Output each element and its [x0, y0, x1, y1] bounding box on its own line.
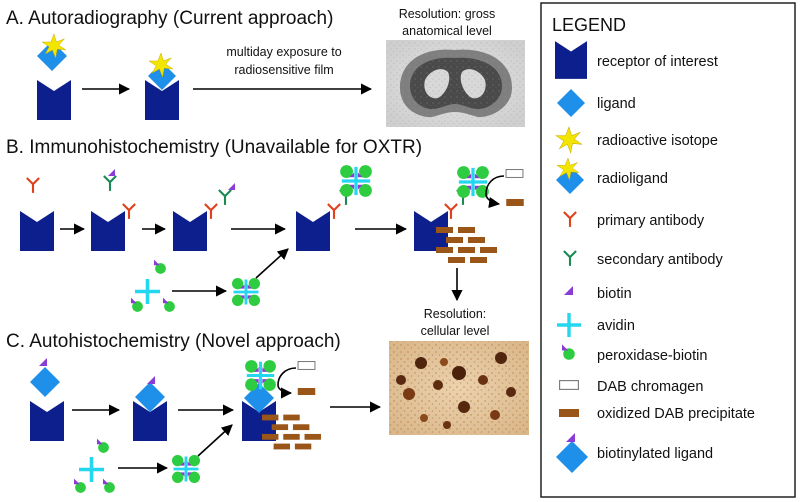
section-b-step-5: [414, 164, 524, 263]
stained-cell: [490, 410, 500, 420]
legend-label-isotope: radioactive isotope: [597, 133, 718, 149]
dab-chromagen-icon: [559, 380, 579, 390]
cellular-micrograph-image: [389, 341, 529, 435]
avidin-cross: [133, 277, 162, 306]
oxidized-dab: [506, 199, 524, 206]
biotin-on-secondary: [228, 183, 235, 190]
section-c-title: C. Autohistochemistry (Novel approach): [6, 331, 341, 352]
dab-chromagen: [505, 169, 524, 178]
peroxidase-biotin: [154, 259, 166, 274]
section-c-receptor-free: [30, 401, 64, 441]
stained-cell: [478, 375, 488, 385]
secondary-antibody-bound: [217, 188, 233, 206]
section-b-step-3: [173, 183, 235, 251]
legend-label-primary-antibody: primary antibody: [597, 213, 705, 229]
section-a-receptor-free: [37, 80, 71, 120]
stained-cell: [452, 366, 466, 380]
legend-label-radioligand: radioligand: [597, 171, 668, 187]
legend-label-dab-precipitate: oxidized DAB precipitate: [597, 406, 755, 422]
section-c-avidin-free: [74, 438, 115, 493]
oxidized-dab: [297, 388, 316, 395]
dab-precipitate-icon: [559, 409, 579, 417]
avidin-peroxidase-complex: [455, 164, 491, 200]
stained-cell: [506, 387, 516, 397]
oxidation-curved-arrow: [485, 175, 505, 209]
stained-cell: [443, 421, 451, 429]
section-c-bound-receptor: [133, 376, 167, 441]
section-b-avidin-complex: [230, 276, 262, 308]
resolution-gross-line-1: Resolution: gross: [399, 7, 496, 21]
peroxidase-biotin: [74, 478, 86, 493]
stained-cell: [433, 380, 443, 390]
section-b-step-2: [91, 169, 137, 251]
peroxidase-biotin: [131, 297, 143, 312]
brain-image-grain: [386, 40, 525, 127]
exposure-note-line-2: radiosensitive film: [234, 63, 333, 77]
biotin-on-ligand: [39, 358, 47, 366]
section-b-avidin-free: [131, 259, 175, 312]
section-a-title: A. Autoradiography (Current approach): [6, 8, 333, 29]
legend-box: [540, 2, 796, 498]
stained-cell: [396, 375, 406, 385]
avidin-peroxidase-complex: [243, 358, 278, 393]
peroxidase-biotin: [163, 297, 175, 312]
dab-chromagen: [297, 361, 316, 370]
section-a-bound-receptor: [145, 52, 179, 120]
section-c-avidin-complex: [170, 453, 202, 485]
peroxidase-biotin: [103, 478, 115, 493]
resolution-gross-line-2: anatomical level: [402, 24, 492, 38]
receptor: [296, 211, 330, 251]
stained-cell: [440, 358, 448, 366]
legend-label-receptor: receptor of interest: [597, 54, 718, 70]
receptor: [91, 211, 125, 251]
legend-label-biotinylated-ligand: biotinylated ligand: [597, 446, 713, 462]
resolution-cellular-line-2: cellular level: [421, 324, 490, 338]
stained-cell: [420, 414, 428, 422]
legend-label-ligand: ligand: [597, 96, 636, 112]
section-b-title: B. Immunohistochemistry (Unavailable for…: [6, 137, 422, 158]
legend-title: LEGEND: [552, 15, 626, 35]
avidin-cross: [77, 455, 106, 484]
receptor: [173, 211, 207, 251]
section-b-step-4: [296, 163, 374, 251]
stained-cell: [458, 401, 470, 413]
stained-cell: [403, 388, 415, 400]
section-c-step-3: [242, 358, 321, 450]
legend-label-secondary-antibody: secondary antibody: [597, 252, 723, 268]
legend-label-avidin: avidin: [597, 318, 635, 334]
biotin-on-secondary: [108, 169, 115, 176]
section-c-biotinylated-ligand-free: [30, 358, 60, 397]
section-a-ligand-unbound: [37, 33, 67, 71]
section-b-primary-antibody-free: [25, 176, 41, 194]
brain-autoradiograph-image: [386, 40, 525, 127]
section-b-receptor-1: [20, 211, 54, 251]
biotin-on-ligand: [147, 376, 155, 384]
oxidation-curved-arrow: [277, 367, 297, 399]
legend-label-biotin: biotin: [597, 286, 632, 302]
exposure-note-line-1: multiday exposure to: [226, 45, 341, 59]
legend-label-dab-chromagen: DAB chromagen: [597, 379, 703, 395]
section-c-arrow-complex-up: [197, 424, 233, 457]
legend-label-peroxidase-biotin: peroxidase-biotin: [597, 348, 707, 364]
avidin-peroxidase-complex: [338, 163, 374, 199]
ligand-diamond: [30, 367, 60, 397]
stained-cell: [415, 357, 427, 369]
resolution-cellular-line-1: Resolution:: [424, 307, 487, 321]
secondary-antibody-free: [102, 174, 118, 192]
peroxidase-biotin: [97, 438, 109, 453]
section-b-arrow-complex-up: [255, 248, 289, 279]
stained-cell: [495, 352, 507, 364]
